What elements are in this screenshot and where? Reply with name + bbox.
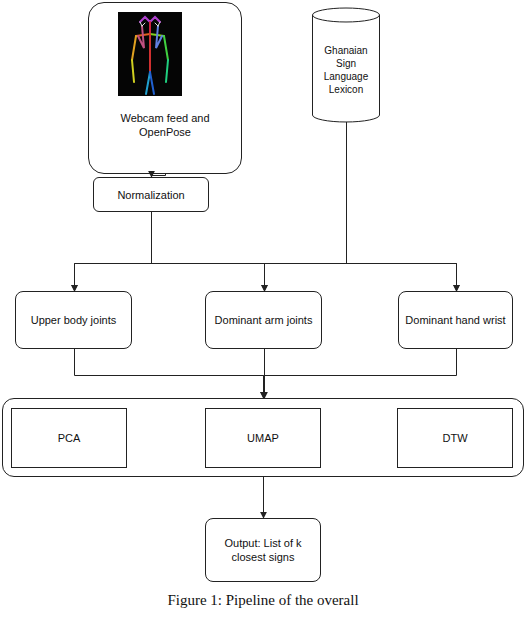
node-label: PCA	[52, 431, 87, 445]
connector-arrow	[265, 122, 347, 291]
connector-arrow	[75, 212, 152, 291]
connector-arrow	[75, 349, 264, 398]
figure-caption: Figure 1: Pipeline of the overall	[0, 592, 526, 609]
connector-arrow	[264, 349, 457, 398]
database-cylinder: Ghanaian Sign Language Lexicon	[312, 8, 380, 122]
output-box: Output: List of k closest signs	[205, 518, 321, 582]
method-box: UMAP	[205, 408, 321, 468]
connector-arrow	[152, 174, 166, 177]
node-label: Upper body joints	[25, 313, 123, 327]
method-box: DTW	[397, 408, 513, 468]
openpose-illustration	[118, 12, 182, 96]
feature-box: Upper body joints	[15, 291, 132, 349]
node-label: Dominant arm joints	[209, 313, 319, 327]
connector-arrow	[264, 349, 265, 398]
connector-arrow	[263, 477, 264, 518]
feature-box: Dominant hand wrist	[398, 291, 513, 349]
node-label: Normalization	[111, 188, 190, 202]
connector-arrow	[347, 122, 457, 291]
connector-arrow	[75, 122, 347, 291]
connector-arrow	[152, 212, 457, 291]
node-label: Dominant hand wrist	[399, 313, 511, 327]
feature-box: Dominant arm joints	[205, 291, 322, 349]
node-label: Output: List of k closest signs	[206, 536, 320, 564]
group-box: PCA UMAP DTW	[2, 398, 524, 477]
node-label: Webcam feed and OpenPose	[89, 111, 241, 139]
node-label: Ghanaian Sign Language Lexicon	[312, 44, 380, 96]
node-label: DTW	[436, 431, 473, 445]
process-box: Normalization	[93, 177, 209, 212]
method-box: PCA	[11, 408, 127, 468]
connector-arrow	[152, 212, 265, 291]
node-label: UMAP	[241, 431, 285, 445]
